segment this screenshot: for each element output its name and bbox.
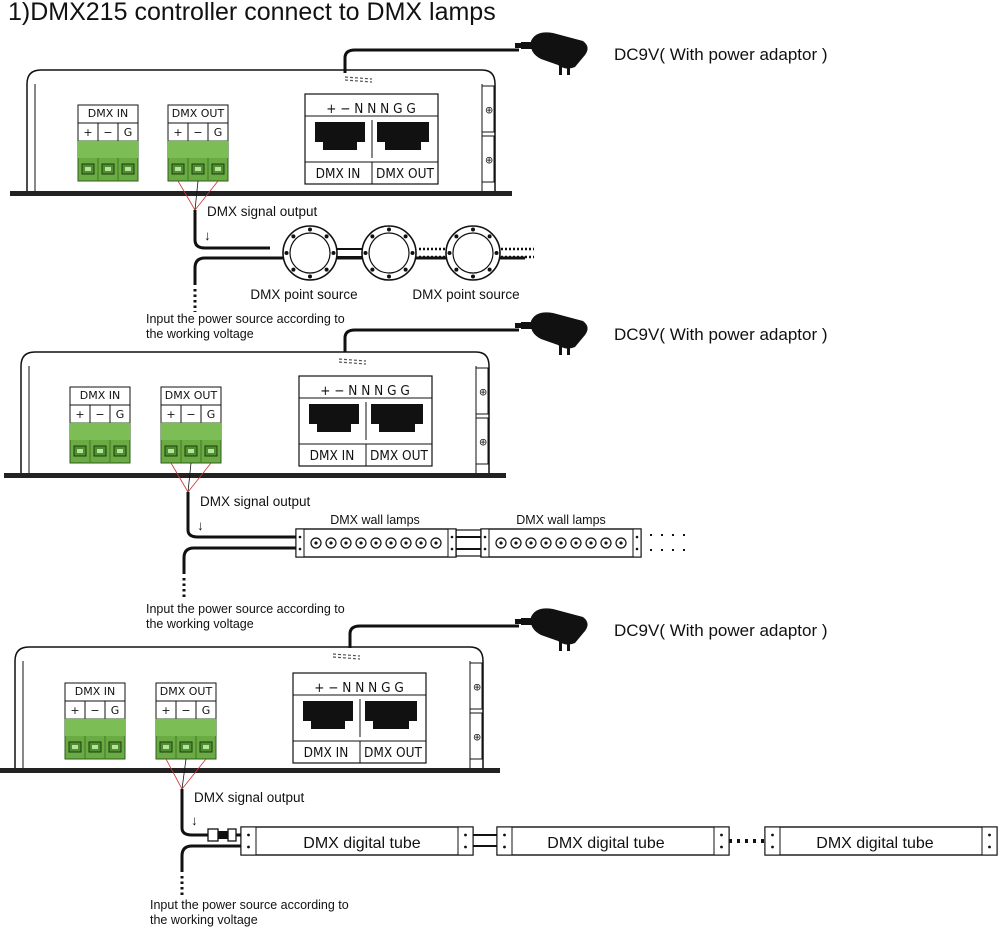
terminal-plus: + <box>161 704 170 717</box>
terminal-g: G <box>214 126 223 139</box>
signal-output-label: DMX signal output <box>207 204 318 219</box>
dmx-out-label: DMX OUT <box>160 685 213 698</box>
arrow-down-icon: ↓ <box>197 518 204 533</box>
dmx-in-label: DMX IN <box>80 389 120 402</box>
page-title: 1)DMX215 controller connect to DMX lamps <box>8 0 496 26</box>
power-note-line1: Input the power source according to <box>146 312 345 326</box>
terminal-minus: − <box>186 408 195 421</box>
tube-label: DMX digital tube <box>547 835 664 852</box>
arrow-down-icon: ↓ <box>191 813 198 828</box>
adaptor-label: DC9V( With power adaptor ) <box>614 45 828 64</box>
signal-output-label: DMX signal output <box>194 790 305 805</box>
terminal-g: G <box>202 704 211 717</box>
terminal-plus: + <box>166 408 175 421</box>
dmx-out-label: DMX OUT <box>165 389 218 402</box>
section-point-source: DC9V( With power adaptor ) DMX IN + − G … <box>9 32 828 341</box>
arrow-down-icon: ↓ <box>204 228 211 243</box>
rj45-in-label: DMX IN <box>316 166 361 182</box>
wall-lamp <box>295 528 457 558</box>
rj45-out-label: DMX OUT <box>370 448 428 464</box>
terminal-g: G <box>124 126 133 139</box>
terminal-plus: + <box>70 704 79 717</box>
rj45-in-label: DMX IN <box>304 745 349 761</box>
terminal-g: G <box>116 408 125 421</box>
rj45-out-label: DMX OUT <box>376 166 434 182</box>
power-note-line1: Input the power source according to <box>146 602 345 616</box>
power-adaptor-icon <box>515 312 588 355</box>
point-source-lamp <box>361 225 417 281</box>
terminal-minus: − <box>181 704 190 717</box>
section-wall-lamps: DC9V( With power adaptor ) DMX IN + − G … <box>3 312 828 631</box>
lamp-label: DMX wall lamps <box>516 513 606 527</box>
terminal-plus: + <box>173 126 182 139</box>
signal-output-label: DMX signal output <box>200 494 311 509</box>
section-digital-tubes: DC9V( With power adaptor ) DMX IN + − G … <box>0 608 998 927</box>
power-adaptor-icon <box>515 608 588 651</box>
adaptor-label: DC9V( With power adaptor ) <box>614 325 828 344</box>
lamp-label: DMX point source <box>250 287 357 302</box>
wall-lamp <box>480 528 642 558</box>
lamp-label: DMX wall lamps <box>330 513 420 527</box>
terminal-minus: − <box>95 408 104 421</box>
terminal-g: G <box>111 704 120 717</box>
rj45-out-label: DMX OUT <box>364 745 422 761</box>
rj45-in-label: DMX IN <box>310 448 355 464</box>
power-adaptor-icon <box>515 32 588 75</box>
point-source-lamp <box>282 225 338 281</box>
tube-label: DMX digital tube <box>303 835 420 852</box>
terminal-minus: − <box>90 704 99 717</box>
terminal-plus: + <box>83 126 92 139</box>
port-pins-label: + − N N N G G <box>314 680 404 696</box>
terminal-minus: − <box>193 126 202 139</box>
power-note-line1: Input the power source according to <box>150 898 349 912</box>
power-note-line2: the working voltage <box>150 913 258 927</box>
port-pins-label: + − N N N G G <box>320 383 410 399</box>
point-source-lamp <box>445 225 501 281</box>
lamp-label: DMX point source <box>412 287 519 302</box>
terminal-minus: − <box>103 126 112 139</box>
dmx-out-label: DMX OUT <box>172 107 225 120</box>
adaptor-label: DC9V( With power adaptor ) <box>614 621 828 640</box>
dmx-in-label: DMX IN <box>88 107 128 120</box>
port-pins-label: + − N N N G G <box>326 101 416 117</box>
terminal-plus: + <box>75 408 84 421</box>
power-note-line2: the working voltage <box>146 617 254 631</box>
terminal-g: G <box>207 408 216 421</box>
tube-label: DMX digital tube <box>816 835 933 852</box>
dmx-in-label: DMX IN <box>75 685 115 698</box>
power-note-line2: the working voltage <box>146 327 254 341</box>
